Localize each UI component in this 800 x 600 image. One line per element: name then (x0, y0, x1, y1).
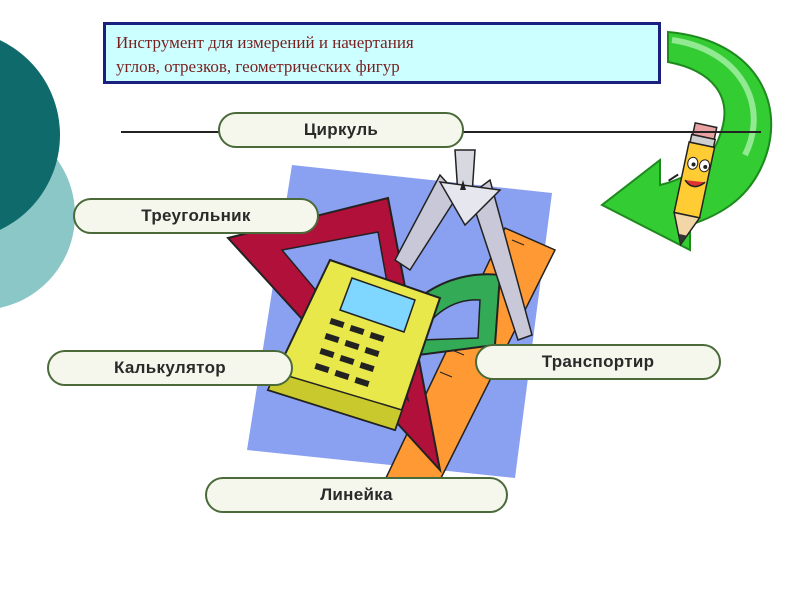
geometry-tools-clipart (226, 149, 557, 501)
title-line-2: углов, отрезков, геометрических фигур (116, 57, 400, 76)
decor-circle-dark (0, 40, 60, 230)
pencil-mascot-icon (668, 122, 718, 247)
label-protractor: Транспортир (475, 344, 721, 380)
label-ruler: Линейка (205, 477, 508, 513)
compass-icon (394, 149, 533, 341)
label-calculator: Калькулятор (47, 350, 293, 386)
label-compass: Циркуль (218, 112, 464, 148)
calculator-icon (266, 258, 442, 432)
label-triangle: Треугольник (73, 198, 319, 234)
title-box: Инструмент для измерений и начертания уг… (103, 22, 661, 84)
title-line-1: Инструмент для измерений и начертания (116, 33, 414, 52)
